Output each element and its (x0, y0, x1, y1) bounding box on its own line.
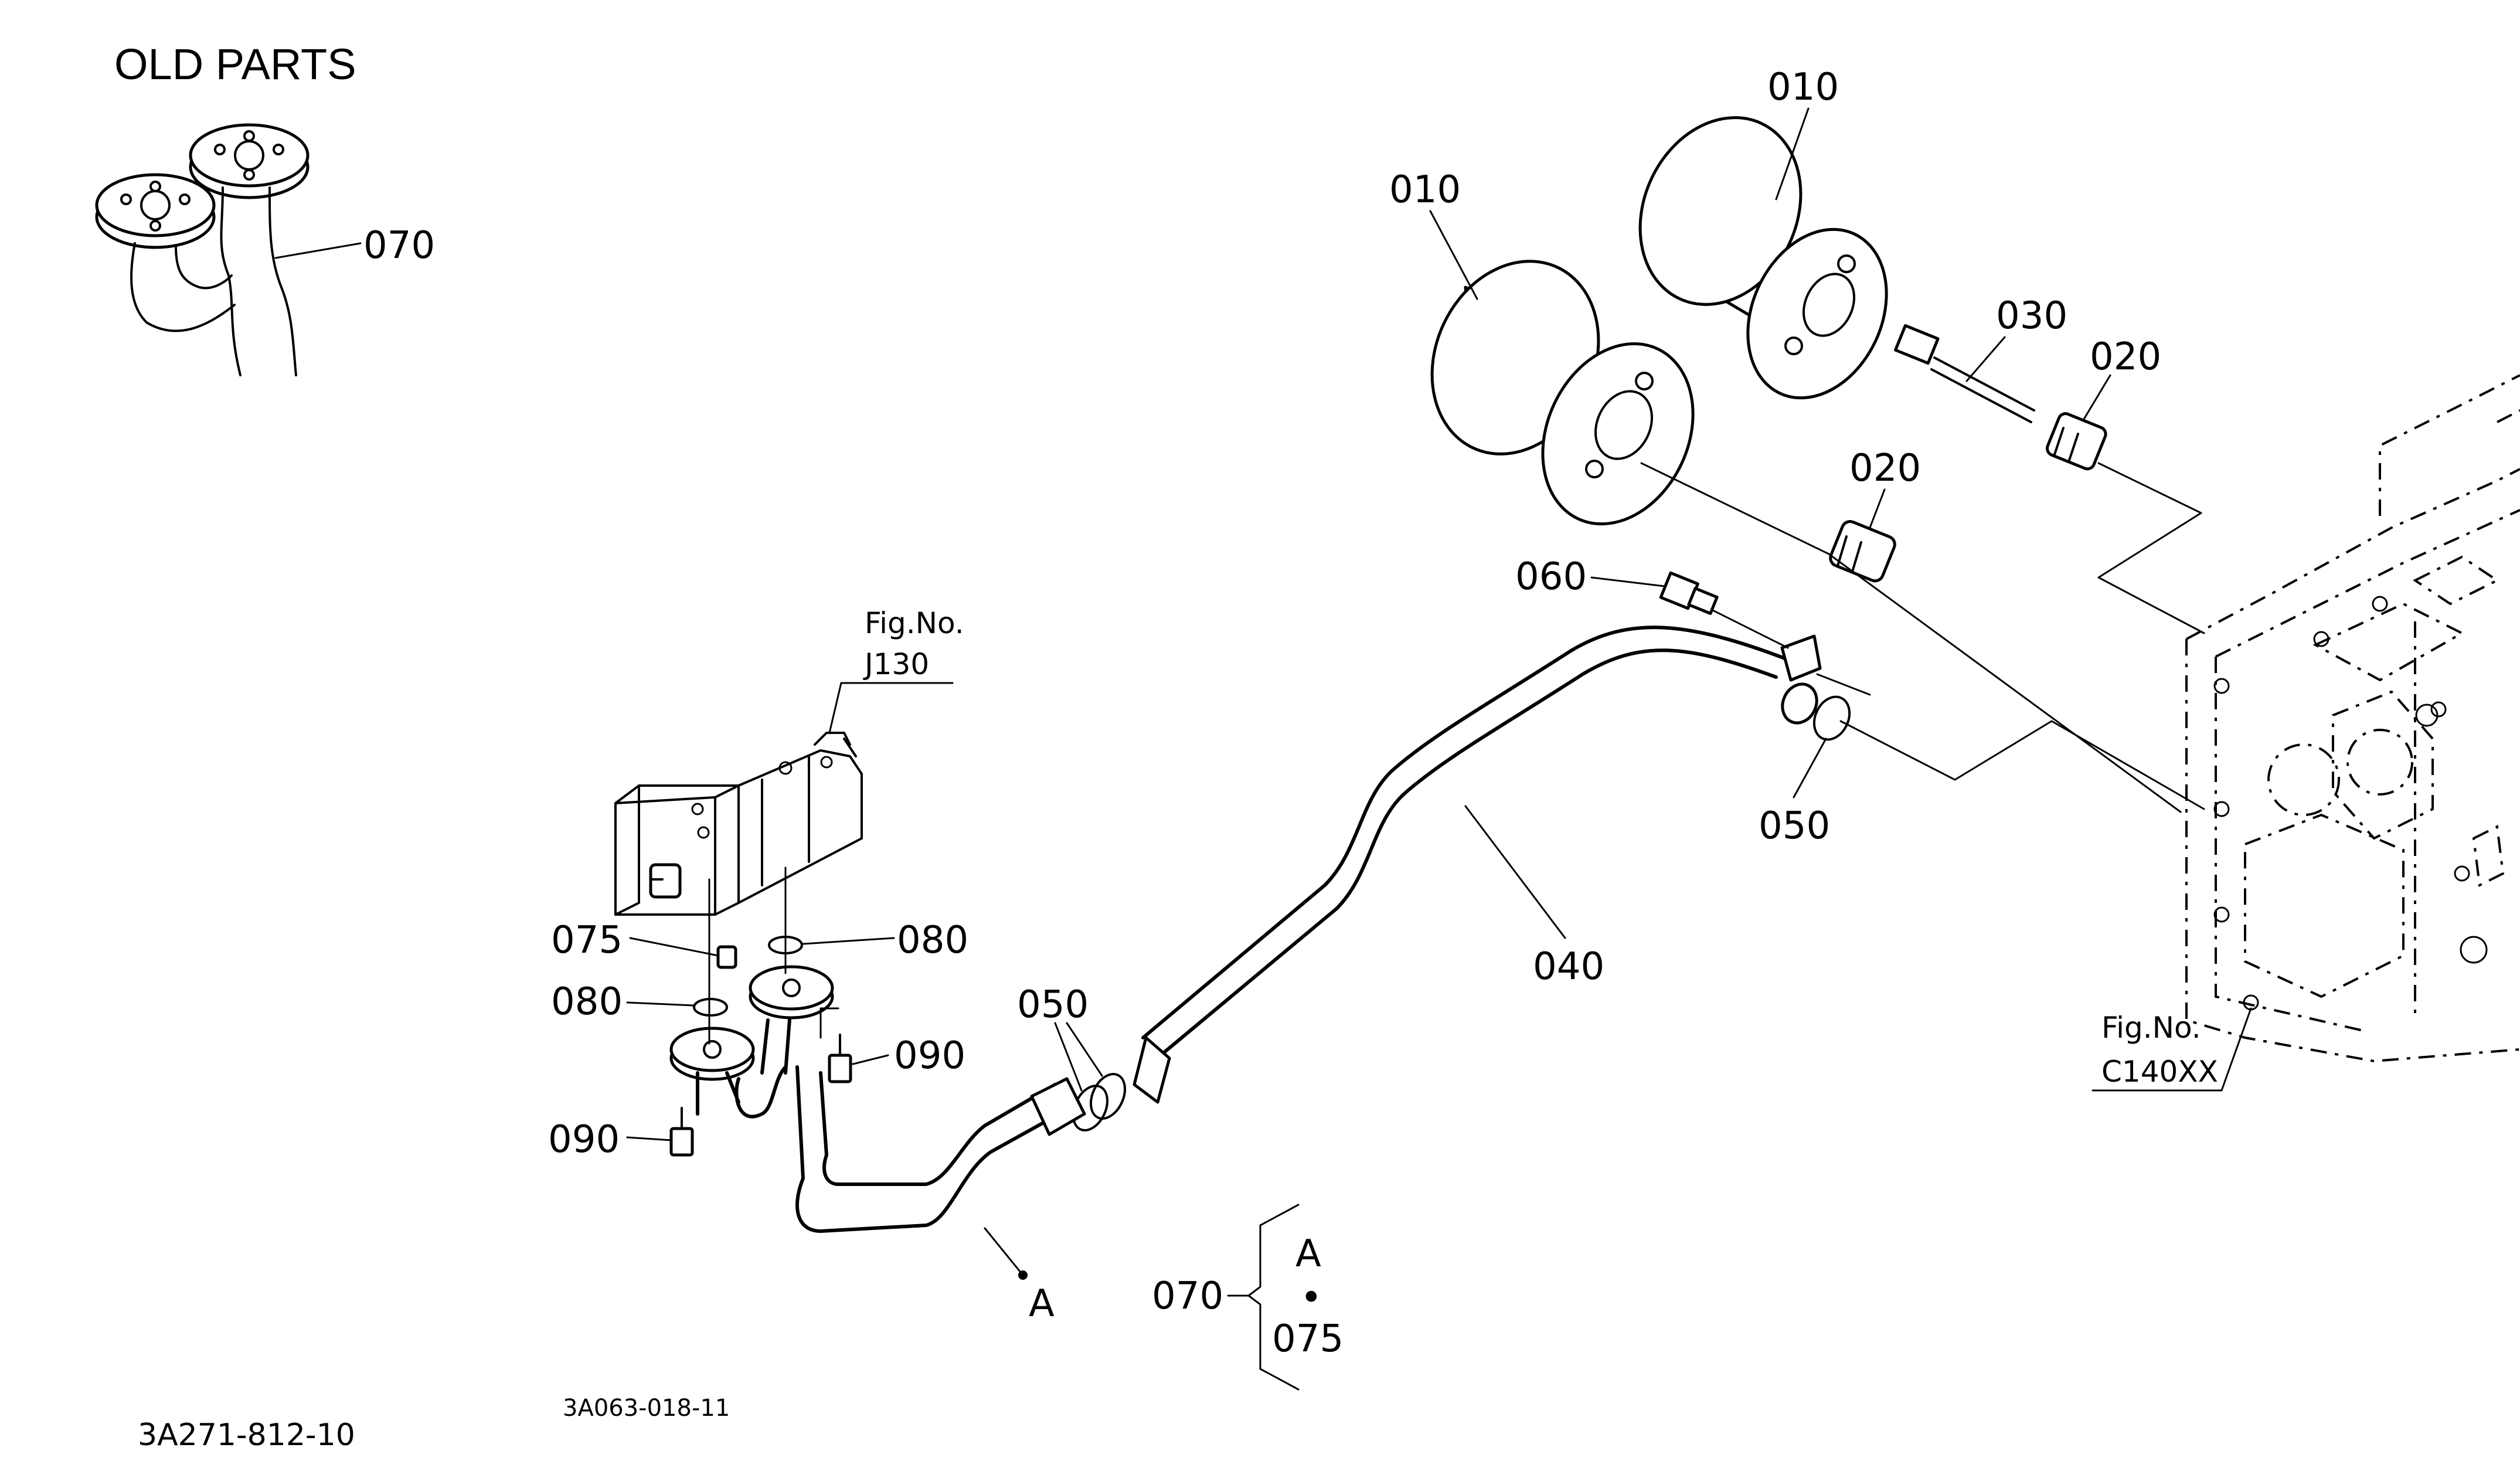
note-label-070: 070 (1152, 1275, 1223, 1318)
leader-040 (1464, 805, 1566, 939)
label-070-old: 070 (363, 224, 435, 267)
diagram-title: OLD PARTS (114, 40, 356, 89)
label-075: 075 (551, 919, 623, 962)
label-080-right: 080 (897, 919, 968, 962)
ref-line-upper-filter (2097, 462, 2205, 634)
leader-060 (1590, 576, 1666, 587)
oil-filter-lower (1430, 260, 1695, 526)
label-060: 060 (1515, 555, 1587, 599)
old-pipe-illustration (95, 123, 310, 376)
note-bracket (1247, 1204, 1300, 1391)
adapter-020-lower (1829, 520, 1896, 583)
leader-020-lower (1869, 488, 1886, 529)
leader-075 (629, 937, 719, 957)
leader-fig-pump (828, 682, 954, 734)
fig-ref-pump-line2: J130 (863, 647, 929, 681)
label-040: 040 (1533, 945, 1604, 988)
leader-point-a (984, 1227, 1024, 1276)
leader-080-left (626, 1001, 694, 1007)
label-080-left: 080 (551, 980, 623, 1024)
adapter-020-upper (2045, 412, 2107, 471)
leader-050-right (1793, 738, 1827, 798)
fig-ref-pump-line1: Fig.No. (865, 606, 964, 640)
label-point-a: A (1029, 1282, 1055, 1326)
hose-040 (1133, 626, 1871, 1104)
o-ring-080-right (768, 936, 803, 954)
note-label-a: A (1295, 1232, 1321, 1276)
ref-line-hose-case (1839, 720, 2205, 810)
leader-fig-case (2092, 1007, 2252, 1092)
leader-080-right (802, 937, 895, 945)
label-090-right: 090 (894, 1034, 965, 1078)
label-050-left: 050 (1017, 983, 1089, 1027)
label-050-right: 050 (1759, 804, 1830, 848)
leader-050-left-a (1054, 1022, 1083, 1092)
label-010-lower: 010 (1389, 168, 1461, 212)
leader-030 (1965, 336, 2006, 382)
leader-010-lower (1429, 210, 1478, 300)
note-label-075: 075 (1272, 1317, 1344, 1361)
fig-ref-case-line2: C140XX (2101, 1055, 2218, 1089)
stud-030 (1894, 324, 2035, 423)
o-ring-080-left (693, 998, 728, 1017)
hydraulic-pump (614, 732, 863, 916)
leader-090-left (626, 1136, 672, 1141)
transmission-case (2185, 374, 2520, 1063)
pipe-070 (669, 965, 1086, 1233)
ref-line-lower-filter (1640, 462, 2182, 813)
leader-070-old (274, 242, 362, 259)
label-020-lower: 020 (1849, 447, 1921, 490)
label-010-upper: 010 (1767, 66, 1839, 109)
leader-090-right (852, 1054, 889, 1065)
label-020-upper: 020 (2090, 335, 2161, 379)
oil-filter-upper (1638, 116, 1888, 400)
o-ring-050-left-b (1089, 1073, 1127, 1120)
leader-010-upper (1775, 107, 1810, 201)
note-dot: • (1300, 1276, 1322, 1320)
drawing-code: 3A063-018-11 (563, 1395, 730, 1422)
label-090-left: 090 (548, 1118, 620, 1161)
fig-ref-case-line1: Fig.No. (2101, 1011, 2201, 1045)
label-030: 030 (1996, 294, 2067, 338)
fitting-060 (1659, 571, 1789, 649)
bolt-090-right (819, 1007, 852, 1083)
bolt-090-left (669, 1107, 694, 1157)
part-number: 3A271-812-10 (138, 1418, 355, 1453)
plug-075 (716, 945, 737, 969)
leader-050-left-b (1066, 1022, 1103, 1077)
leader-020-upper (2083, 374, 2111, 420)
